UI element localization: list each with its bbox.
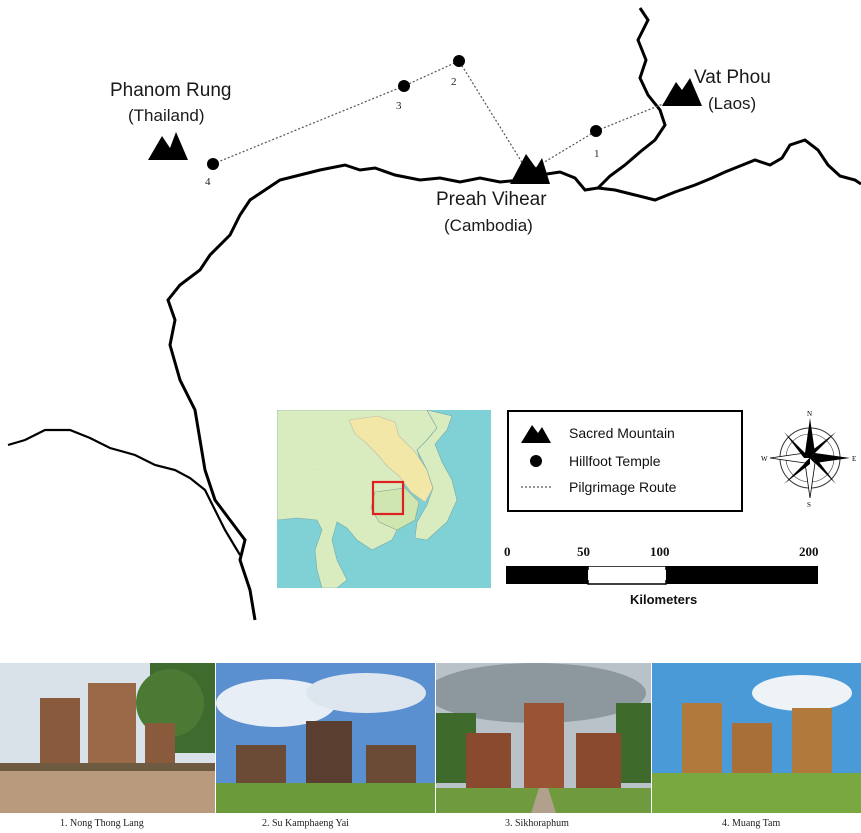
site-name-phanom-rung: Phanom Rung [110,80,232,101]
photo-caption-2: 2. Su Kamphaeng Yai [262,818,349,829]
site-country-thailand: (Thailand) [128,106,205,125]
stop-number-3: 3 [396,100,402,112]
scale-tick-0: 0 [504,544,511,559]
compass-north: N [807,410,812,418]
dotted-line-icon [521,486,551,488]
scale-bar [506,566,818,585]
border-line-west [7,428,241,556]
site-country-laos: (Laos) [708,94,757,113]
inset-laos [348,415,434,503]
inset-locator-map: . [277,410,491,588]
stop-number-2: 2 [451,76,457,88]
mountain-icon [510,154,550,184]
border-line-east [597,138,861,202]
temple-marker-2 [453,55,465,67]
temple-dot-icon [530,455,542,467]
legend-item-mountain: Sacred Mountain [519,422,675,444]
pilgrimage-route-east [527,94,686,173]
compass-rose-icon: N S E W [761,410,856,508]
stop-number-1: 1 [594,148,600,160]
scale-tick-200: 200 [799,544,819,559]
temple-photo-4 [652,663,861,813]
pilgrimage-route-west [212,60,529,173]
temple-marker-3 [398,80,410,92]
legend-item-route: Pilgrimage Route [519,476,676,498]
svg-text:.: . [317,466,318,471]
legend: Sacred Mountain Hillfoot Temple Pilgrima… [507,410,743,512]
site-name-vat-phou: Vat Phou [694,67,771,88]
temple-photo-1 [0,663,215,813]
temple-marker-1 [590,125,602,137]
inset-vietnam [414,410,458,541]
border-line-south [166,7,667,621]
mountain-icon [148,132,188,160]
temple-marker-4 [207,158,219,170]
compass-south: S [807,501,811,508]
scale-tick-50: 50 [577,544,590,559]
photo-caption-3: 3. Sikhoraphum [505,818,569,829]
stop-number-4: 4 [205,176,211,188]
main-map [7,7,861,621]
legend-item-temple: Hillfoot Temple [519,450,661,472]
legend-label-route: Pilgrimage Route [569,479,677,495]
photo-caption-1: 1. Nong Thong Lang [60,818,144,829]
site-name-preah-vihear: Preah Vihear [436,189,547,210]
mountain-icon [662,78,702,106]
mountain-icon [521,425,551,443]
temple-photo-2 [216,663,435,813]
legend-label-temple: Hillfoot Temple [569,453,661,469]
study-area-highlight [371,480,405,516]
temple-photo-3 [436,663,651,813]
site-country-cambodia: (Cambodia) [444,216,533,235]
compass-west: W [761,455,768,463]
scale-unit-label: Kilometers [630,592,698,607]
legend-label-mountain: Sacred Mountain [569,425,675,441]
scale-tick-100: 100 [650,544,670,559]
photo-caption-4: 4. Muang Tam [722,818,781,829]
compass-east: E [852,455,856,463]
